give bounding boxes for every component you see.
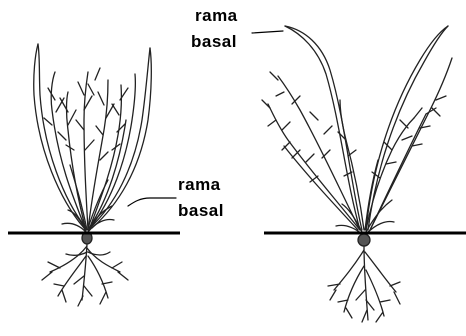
right-plant bbox=[262, 26, 452, 322]
right-blade-arch-right bbox=[366, 26, 448, 230]
right-label-leader-line bbox=[252, 31, 283, 33]
left-plant bbox=[34, 44, 152, 306]
left-label-leader-line bbox=[128, 198, 176, 206]
left-label-line-2: basal bbox=[178, 201, 224, 221]
left-label-line-1: rama bbox=[178, 175, 221, 195]
right-label-line-1: rama bbox=[195, 6, 238, 26]
left-blade-outer-right bbox=[92, 48, 151, 228]
right-label-line-2: basal bbox=[191, 32, 237, 52]
right-blade-arch-left bbox=[285, 26, 362, 230]
left-blade-outer-left bbox=[34, 44, 84, 228]
